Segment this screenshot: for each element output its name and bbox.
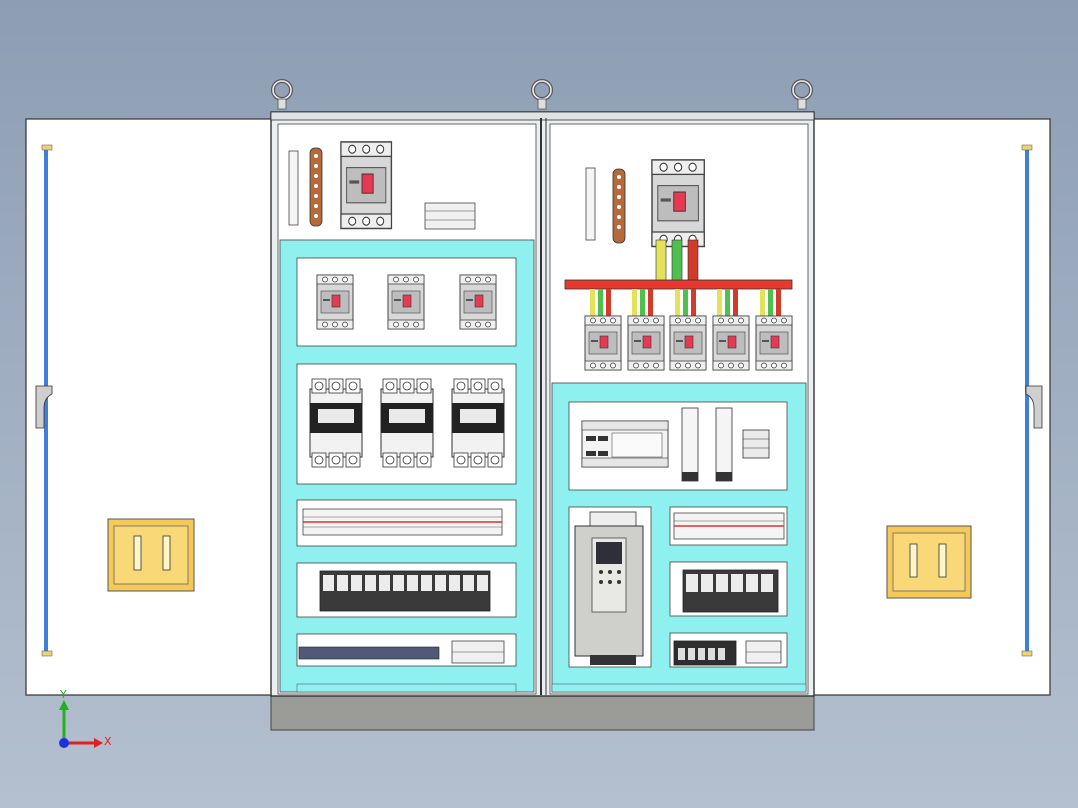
copper-bar-left — [309, 147, 323, 227]
breaker-icon — [316, 274, 354, 330]
fuse-block — [673, 640, 782, 666]
vfd — [574, 511, 644, 665]
right-door — [811, 118, 1051, 696]
contactor-icon — [451, 378, 505, 468]
relay-bank-left — [319, 570, 491, 612]
left-section — [277, 123, 537, 695]
breaker-icon — [755, 315, 793, 371]
small-terminal-block — [424, 202, 476, 230]
x-axis-label: X — [104, 735, 112, 748]
terminal-rail-3 — [673, 512, 785, 540]
breaker-icon — [459, 274, 497, 330]
main-breaker-right — [651, 159, 706, 248]
busbar — [564, 279, 793, 290]
breaker-icon — [387, 274, 425, 330]
lifting-eye-icon — [791, 79, 813, 111]
lifting-eyes — [271, 79, 813, 111]
plc-module — [581, 420, 669, 468]
left-door — [25, 118, 273, 696]
plinth — [270, 694, 815, 731]
main-breaker-left — [340, 141, 393, 230]
power-supplies — [681, 407, 733, 482]
breaker-icon — [340, 141, 393, 230]
breaker-icon — [669, 315, 707, 371]
right-door-handle[interactable] — [886, 525, 972, 599]
small-relays — [742, 429, 770, 459]
lifting-eye-icon — [271, 79, 293, 111]
latch-icon — [1025, 385, 1043, 429]
terminal-rail-1 — [302, 508, 503, 536]
breaker-icon — [627, 315, 665, 371]
breaker-icon — [584, 315, 622, 371]
lifting-eye-icon — [531, 79, 553, 111]
copper-bar-right — [612, 168, 626, 244]
z-axis-icon — [59, 738, 69, 748]
relay-bank-right — [682, 569, 779, 613]
terminal-rail-2 — [298, 640, 505, 664]
breaker-icon — [651, 159, 706, 248]
latch-icon — [35, 385, 53, 429]
left-door-handle[interactable] — [107, 518, 195, 592]
breaker-icon — [712, 315, 750, 371]
y-axis-label: Y — [59, 688, 67, 701]
contactor-icon — [380, 378, 434, 468]
orientation-triad: Y X — [59, 688, 112, 748]
right-section — [549, 123, 809, 695]
busbar-drops — [590, 289, 781, 317]
contactor-icon — [309, 378, 363, 468]
